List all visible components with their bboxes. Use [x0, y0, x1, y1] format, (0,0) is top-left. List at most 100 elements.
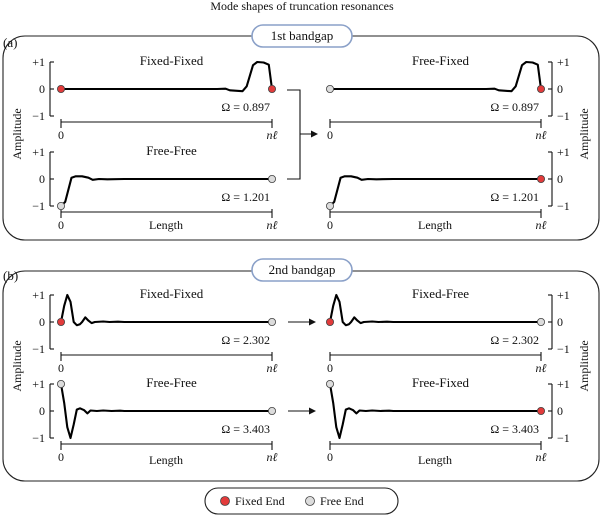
- gap-box-2nd: [251, 258, 353, 282]
- x-tick-label-start-r0p3: 0: [327, 218, 333, 232]
- x-tick-label-start-r0p0: 0: [58, 128, 64, 142]
- left-end-marker-r0p2: [57, 201, 66, 210]
- arrow-a-head: [311, 130, 318, 138]
- panel-title-r1p2: Free-Free: [146, 375, 197, 390]
- mode-curve-r1p0: [59, 293, 272, 327]
- x-tick-label-end-r0p0: nℓ: [267, 128, 278, 142]
- y-tick-label-r1p0-2: −1: [32, 342, 45, 356]
- mode-curve-r0p2: [60, 175, 272, 207]
- x-tick-label-start-r1p0: 0: [58, 361, 64, 375]
- row-a-frame: [2, 35, 600, 241]
- y-tick-label-r1p0-1: 0: [39, 315, 45, 329]
- x-label-a-left: Length: [149, 218, 183, 232]
- panel-label-a: (a): [3, 35, 17, 50]
- y-label-a-left: Amplitude: [10, 108, 24, 159]
- y-tick-label-r0p1-0: +1: [557, 55, 570, 69]
- left-end-marker-r0p0: [57, 85, 66, 94]
- left-end-marker-r0p3: [325, 201, 334, 210]
- panel-title-r0p0: Fixed-Fixed: [140, 53, 204, 68]
- panel-title-r0p1: Free-Fixed: [412, 53, 470, 68]
- left-end-marker-r1p0: [57, 317, 66, 326]
- left-end-marker-r1p1: [325, 317, 334, 326]
- x-tick-label-start-r0p2: 0: [58, 218, 64, 232]
- y-tick-label-r1p2-1: 0: [39, 404, 45, 418]
- right-end-marker-r1p0: [267, 317, 276, 326]
- y-tick-label-r0p2-2: −1: [32, 199, 45, 213]
- legend-free-marker: [305, 496, 315, 506]
- mode-curve-r0p0: [61, 60, 274, 93]
- omega-label-r0p2: Ω = 1.201: [221, 190, 270, 204]
- right-end-marker-r0p2: [267, 174, 276, 183]
- x-tick-label-start-r0p1: 0: [327, 128, 333, 142]
- x-tick-label-end-r1p2: nℓ: [267, 450, 278, 464]
- x-label-a-right: Length: [418, 218, 452, 232]
- arrow-b1-head: [309, 318, 316, 326]
- mode-curve-r1p3: [328, 383, 541, 440]
- y-tick-label-r1p3-0: +1: [557, 377, 570, 391]
- omega-label-r0p3: Ω = 1.201: [490, 190, 539, 204]
- omega-label-r0p0: Ω = 0.897: [221, 100, 270, 114]
- omega-label-r0p1: Ω = 0.897: [490, 100, 539, 114]
- mode-curve-r1p2: [59, 383, 272, 440]
- x-tick-label-end-r0p3: nℓ: [536, 218, 547, 232]
- x-tick-label-end-r1p1: nℓ: [536, 361, 547, 375]
- x-tick-label-end-r0p2: nℓ: [267, 218, 278, 232]
- gap-title-2nd: 2nd bandgap: [269, 262, 336, 277]
- legend-box: [204, 487, 399, 515]
- y-tick-label-r0p0-0: +1: [32, 55, 45, 69]
- y-tick-label-r1p3-1: 0: [557, 404, 563, 418]
- legend-free-label: Free End: [320, 494, 364, 508]
- left-end-marker-r1p2: [57, 379, 66, 388]
- y-tick-label-r0p0-1: 0: [39, 82, 45, 96]
- y-tick-label-r0p1-2: −1: [557, 109, 570, 123]
- x-tick-label-end-r1p3: nℓ: [536, 450, 547, 464]
- y-tick-label-r0p3-1: 0: [557, 172, 563, 186]
- mode-curve-r0p3: [329, 175, 541, 207]
- legend-fixed-label: Fixed End: [235, 494, 285, 508]
- panel-title-r1p1: Fixed-Free: [412, 286, 469, 301]
- y-label-b-right: Amplitude: [577, 340, 591, 391]
- y-tick-label-r0p3-2: −1: [557, 199, 570, 213]
- right-end-marker-r0p0: [267, 85, 276, 94]
- right-end-marker-r1p3: [537, 406, 546, 415]
- y-tick-label-r0p3-0: +1: [557, 145, 570, 159]
- left-end-marker-r0p1: [325, 85, 334, 94]
- row-b-frame: [2, 270, 600, 482]
- y-tick-label-r1p2-0: +1: [32, 377, 45, 391]
- right-end-marker-r0p1: [537, 85, 546, 94]
- y-tick-label-r0p2-1: 0: [39, 172, 45, 186]
- panel-title-r1p0: Fixed-Fixed: [140, 286, 204, 301]
- x-tick-label-start-r1p1: 0: [327, 361, 333, 375]
- panel-title-r0p2: Free-Free: [146, 143, 197, 158]
- y-tick-label-r0p0-2: −1: [32, 109, 45, 123]
- y-label-a-right: Amplitude: [577, 108, 591, 159]
- x-label-b-right: Length: [418, 453, 452, 467]
- omega-label-r1p3: Ω = 3.403: [490, 422, 539, 436]
- x-tick-label-end-r0p1: nℓ: [536, 128, 547, 142]
- legend-fixed-marker: [220, 496, 230, 506]
- x-tick-label-start-r1p2: 0: [58, 450, 64, 464]
- gap-box-1st: [251, 24, 353, 48]
- y-tick-label-r0p2-0: +1: [32, 145, 45, 159]
- y-tick-label-r0p1-1: 0: [557, 82, 563, 96]
- omega-label-r1p2: Ω = 3.403: [221, 422, 270, 436]
- mode-curve-r0p1: [330, 60, 543, 93]
- y-tick-label-r1p1-2: −1: [557, 342, 570, 356]
- y-tick-label-r1p0-0: +1: [32, 288, 45, 302]
- right-end-marker-r1p2: [267, 406, 276, 415]
- y-tick-label-r1p1-0: +1: [557, 288, 570, 302]
- left-end-marker-r1p3: [325, 379, 334, 388]
- right-end-marker-r1p1: [537, 317, 546, 326]
- right-end-marker-r0p3: [537, 174, 546, 183]
- arrow-a-connector: [287, 89, 312, 180]
- y-tick-label-r1p3-2: −1: [557, 431, 570, 445]
- y-tick-label-r1p2-2: −1: [32, 431, 45, 445]
- x-label-b-left: Length: [149, 453, 183, 467]
- figure-title: Mode shapes of truncation resonances: [210, 0, 394, 13]
- panel-title-r1p3: Free-Fixed: [412, 375, 470, 390]
- arrow-b2-head: [309, 407, 316, 415]
- mode-curve-r1p1: [328, 293, 541, 327]
- x-tick-label-start-r1p3: 0: [327, 450, 333, 464]
- omega-label-r1p0: Ω = 2.302: [221, 333, 270, 347]
- y-label-b-left: Amplitude: [10, 340, 24, 391]
